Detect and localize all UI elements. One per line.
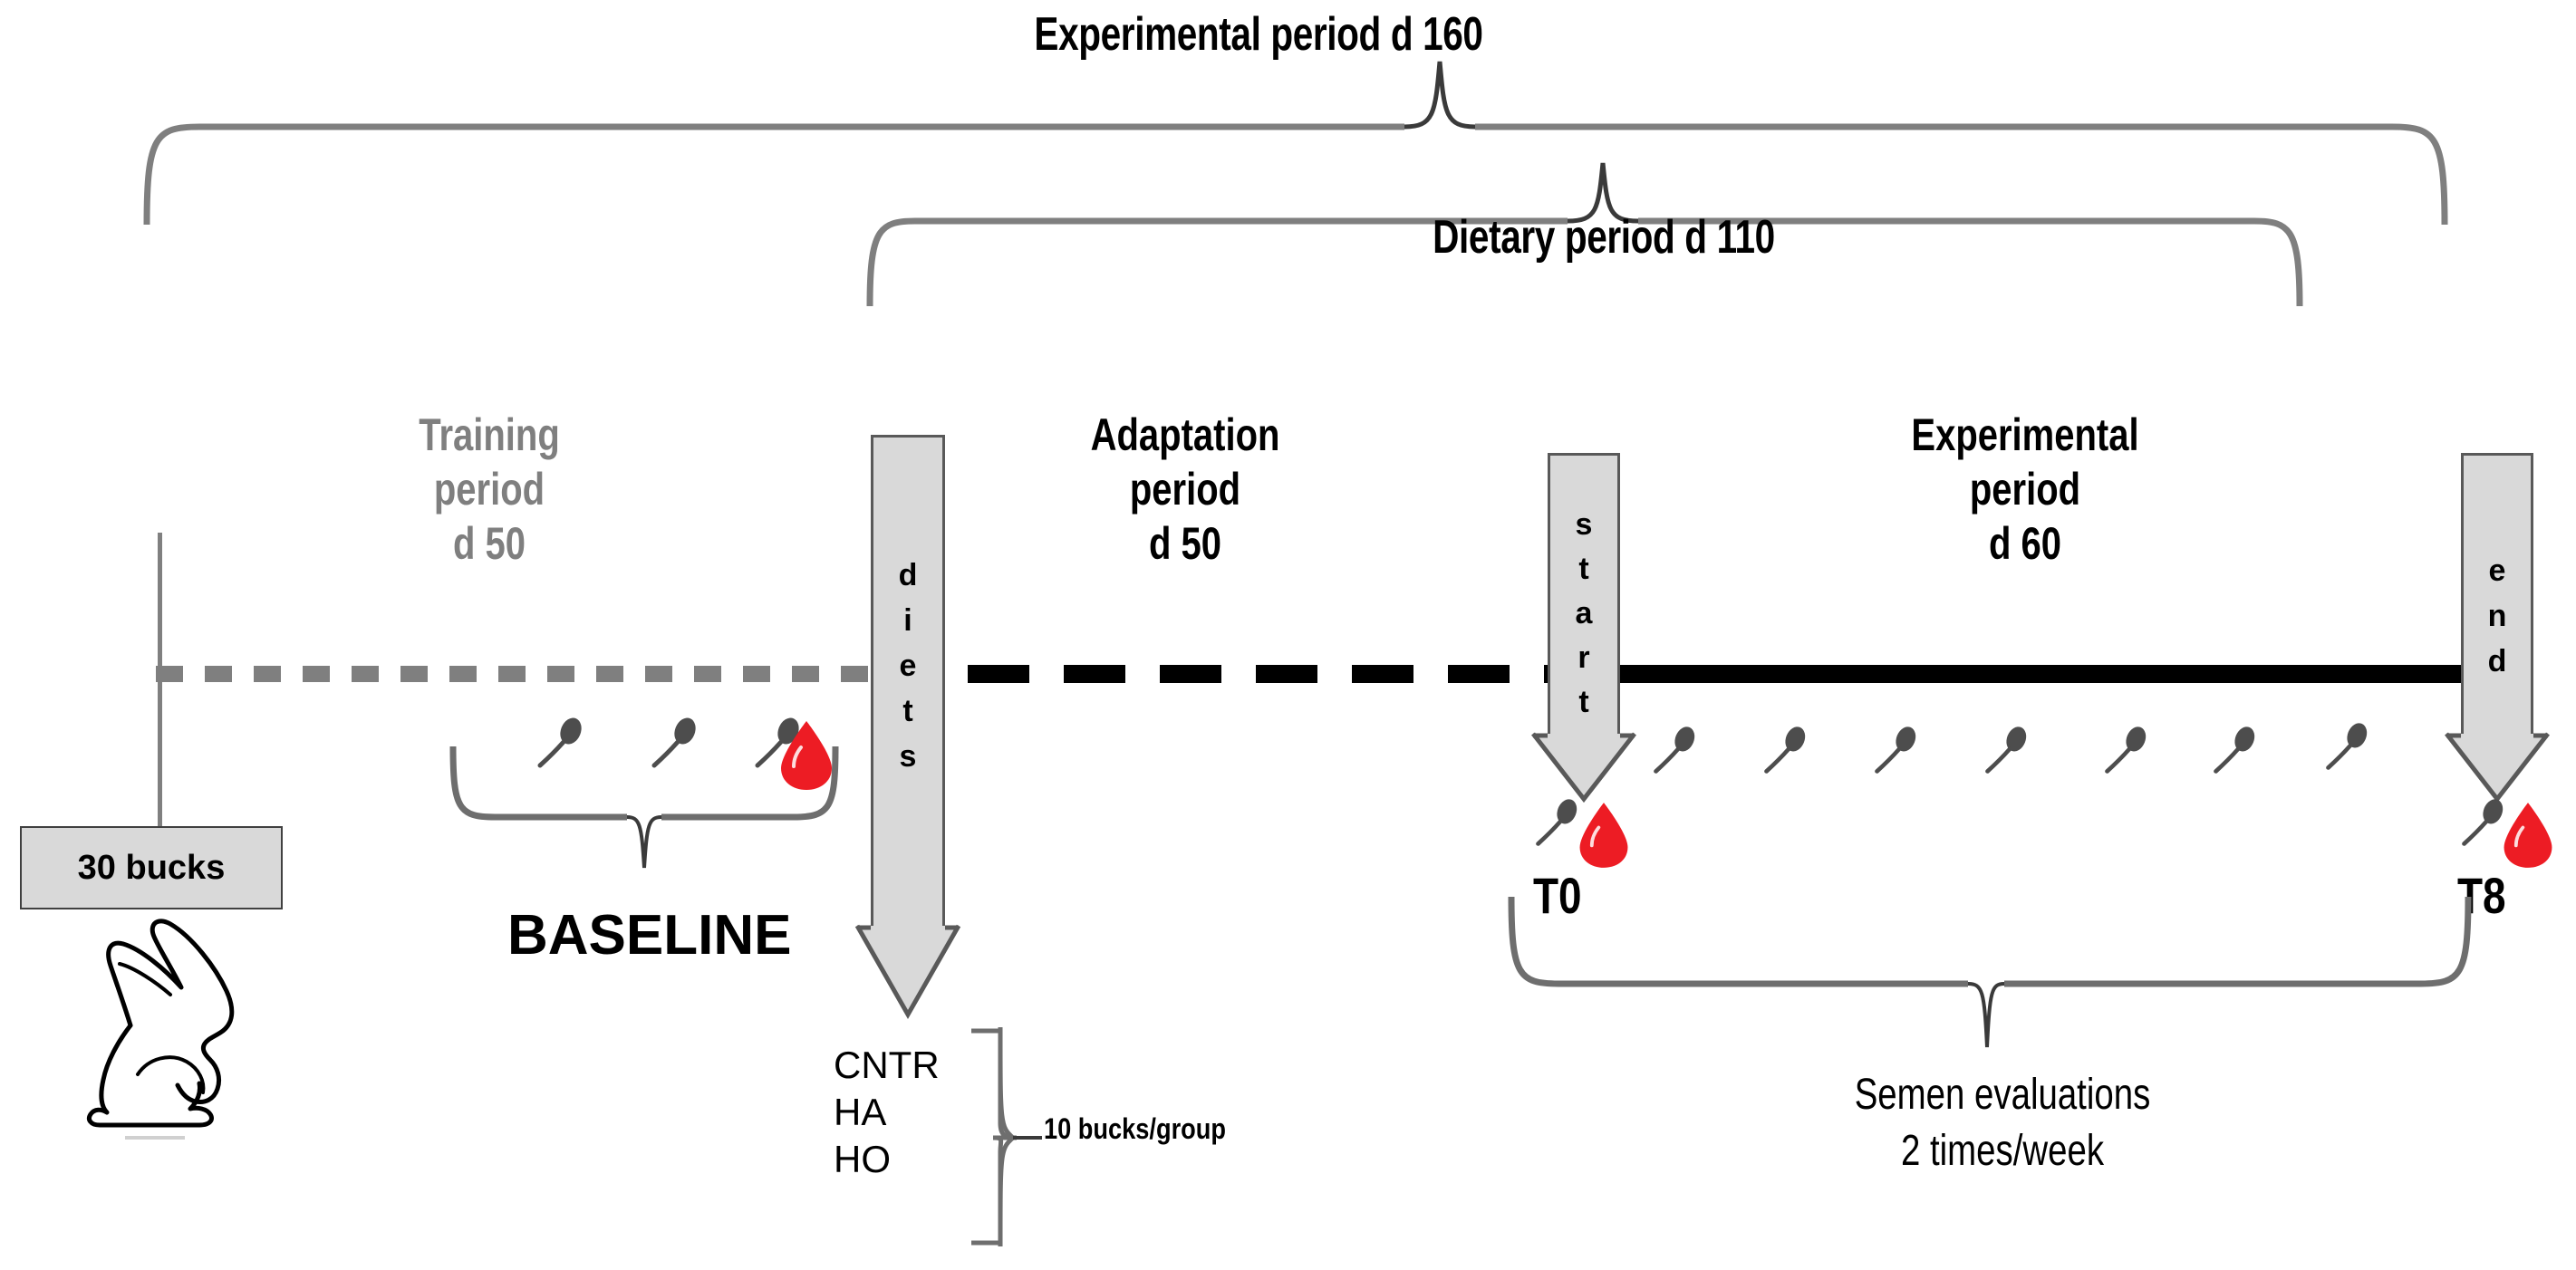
diets-arrow: d i e t s xyxy=(854,435,961,1020)
phase-adaptation-line1: Adaptation xyxy=(1090,409,1280,460)
sperm-icon xyxy=(537,717,582,768)
phase-training-line2: period xyxy=(433,464,545,515)
end-letter: d xyxy=(2487,644,2507,678)
timepoint-t0: T0 xyxy=(1533,867,1582,924)
animals-connector-line xyxy=(158,533,162,832)
sperm-icon xyxy=(1875,726,1916,774)
start-arrow-letters: s t a r t xyxy=(1533,503,1635,725)
diets-letter: d xyxy=(898,558,918,592)
blood-drop-icon xyxy=(781,721,832,790)
brace-baseline xyxy=(449,746,839,869)
sperm-icon xyxy=(2326,723,2368,770)
sperm-icon xyxy=(1764,726,1806,774)
diets-letter: t xyxy=(902,694,913,728)
sperm-icon xyxy=(1536,799,1577,846)
diet-groups-list: CNTR HA HO xyxy=(834,1042,940,1183)
start-letter: s xyxy=(1575,507,1593,542)
group-size-note: 10 bucks/group xyxy=(1044,1112,1227,1145)
sperm-icon xyxy=(1654,726,1695,774)
diet-group-item: CNTR xyxy=(834,1044,940,1086)
brace-semen-evaluations xyxy=(1508,896,2472,1048)
start-arrow: s t a r t xyxy=(1531,453,1636,833)
end-letter: e xyxy=(2488,553,2506,588)
brace-diet-groups xyxy=(971,1027,1042,1247)
timeline-adaptation-dashed xyxy=(872,665,1580,683)
diets-letter: e xyxy=(899,649,917,683)
phase-experimental-line2: period xyxy=(1969,464,2081,515)
sperm-icon xyxy=(1985,726,2027,774)
timeline-training-dotted xyxy=(156,666,872,682)
phase-training-line3: d 50 xyxy=(452,518,526,569)
phase-label-experimental: Experimental period d 60 xyxy=(1822,408,2228,571)
blood-drop-icon xyxy=(2504,803,2552,868)
phase-label-adaptation: Adaptation period d 50 xyxy=(997,408,1374,571)
phase-adaptation-line3: d 50 xyxy=(1148,518,1222,569)
diet-group-item: HO xyxy=(834,1138,891,1180)
start-letter: t xyxy=(1578,552,1589,586)
diets-letter: i xyxy=(903,603,912,638)
blood-drop-icon xyxy=(1579,803,1628,868)
start-letter: a xyxy=(1575,596,1593,630)
brace-dietary-period-110 xyxy=(866,162,2303,307)
title-experimental-period-160: Experimental period d 160 xyxy=(1034,8,1483,61)
start-letter: r xyxy=(1577,640,1590,675)
phase-adaptation-line2: period xyxy=(1129,464,1241,515)
sperm-icon xyxy=(2214,726,2255,774)
animals-count-label: 30 bucks xyxy=(77,848,226,887)
phase-training-line1: Training xyxy=(419,409,560,460)
semen-evaluations-note: Semen evaluations 2 times/week xyxy=(1799,1067,2205,1179)
phase-experimental-line3: d 60 xyxy=(1988,518,2062,569)
sperm-icon xyxy=(651,717,696,768)
title-dietary-period-110: Dietary period d 110 xyxy=(1433,211,1775,264)
semen-note-line2: 2 times/week xyxy=(1900,1127,2105,1175)
sperm-icon xyxy=(2462,799,2504,846)
brace-experimental-period-160 xyxy=(143,61,2448,226)
diets-arrow-letters: d i e t s xyxy=(857,553,959,779)
end-arrow-letters: e n d xyxy=(2446,548,2548,684)
baseline-label: BASELINE xyxy=(507,904,792,967)
phase-experimental-line1: Experimental xyxy=(1911,409,2139,460)
phase-label-training: Training period d 50 xyxy=(315,408,663,571)
rabbit-icon xyxy=(86,919,235,1140)
semen-note-line1: Semen evaluations xyxy=(1854,1071,2151,1119)
sperm-icon xyxy=(2105,726,2147,774)
sperm-icon xyxy=(755,717,799,768)
animals-count-box: 30 bucks xyxy=(20,826,283,909)
end-arrow: e n d xyxy=(2445,453,2550,833)
end-letter: n xyxy=(2487,599,2507,633)
diets-letter: s xyxy=(899,739,917,774)
diet-group-item: HA xyxy=(834,1091,887,1133)
timeline-experimental-solid xyxy=(1580,665,2472,683)
start-letter: t xyxy=(1578,685,1589,719)
